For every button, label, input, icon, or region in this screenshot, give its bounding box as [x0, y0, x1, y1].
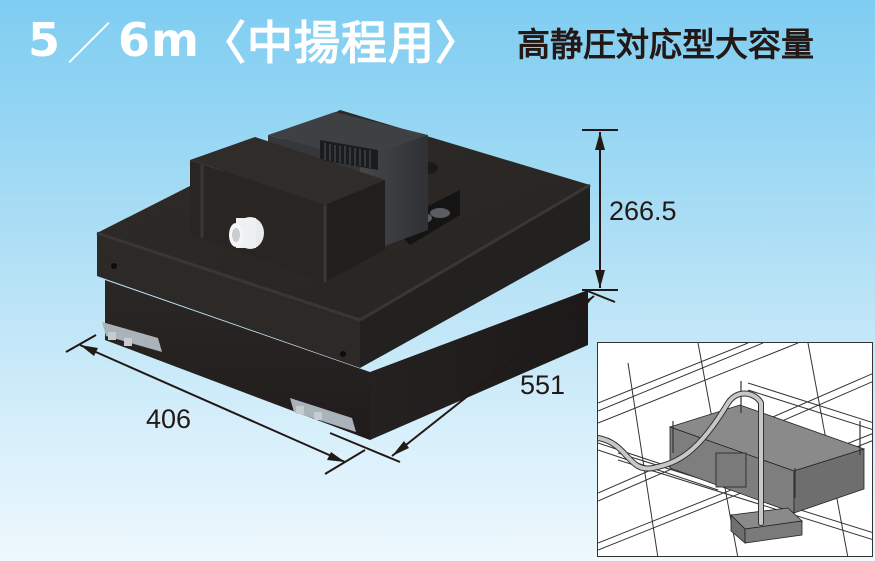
screw-hole	[111, 263, 117, 269]
dimension-height-label: 266.5	[609, 196, 677, 226]
page-title: 5 ／ 6m 〈 中揚程用 〉	[28, 10, 482, 70]
title-model-a: 5	[28, 13, 62, 67]
screw-hole	[340, 351, 346, 357]
title-subtype: 中揚程用	[246, 16, 435, 70]
pump-body-top	[268, 112, 428, 160]
dimension-depth-label: 551	[520, 370, 566, 400]
cover-box-top	[190, 137, 385, 205]
dimension-height	[582, 129, 618, 291]
lid-right	[360, 185, 590, 368]
title-bracket-close: 〉	[434, 16, 482, 70]
mounting-bracket-left	[102, 322, 162, 352]
lower-body-right	[370, 290, 588, 440]
dimension-depth	[329, 289, 616, 463]
dimension-width-label: 406	[146, 404, 192, 434]
port	[430, 208, 450, 218]
ceiling-unit	[668, 404, 866, 514]
page-subtitle: 高静圧対応型大容量	[517, 25, 814, 64]
installation-inset	[597, 342, 873, 557]
title-model-b: 6m	[118, 13, 200, 67]
installation-diagram	[598, 343, 872, 556]
title-bracket-open: 〈	[199, 16, 247, 70]
outlet-pipe	[229, 217, 264, 249]
title-slash: ／	[67, 19, 113, 70]
lower-body-front	[105, 280, 370, 440]
pump-unit-below	[730, 507, 803, 544]
cover-box-right	[325, 180, 385, 282]
drain-pump-unit	[96, 110, 591, 440]
hanger-bolts	[672, 381, 861, 498]
dimension-width	[65, 334, 366, 475]
lid-front	[97, 233, 360, 368]
vent-grille	[320, 140, 378, 170]
mounting-bracket-right	[290, 398, 356, 432]
